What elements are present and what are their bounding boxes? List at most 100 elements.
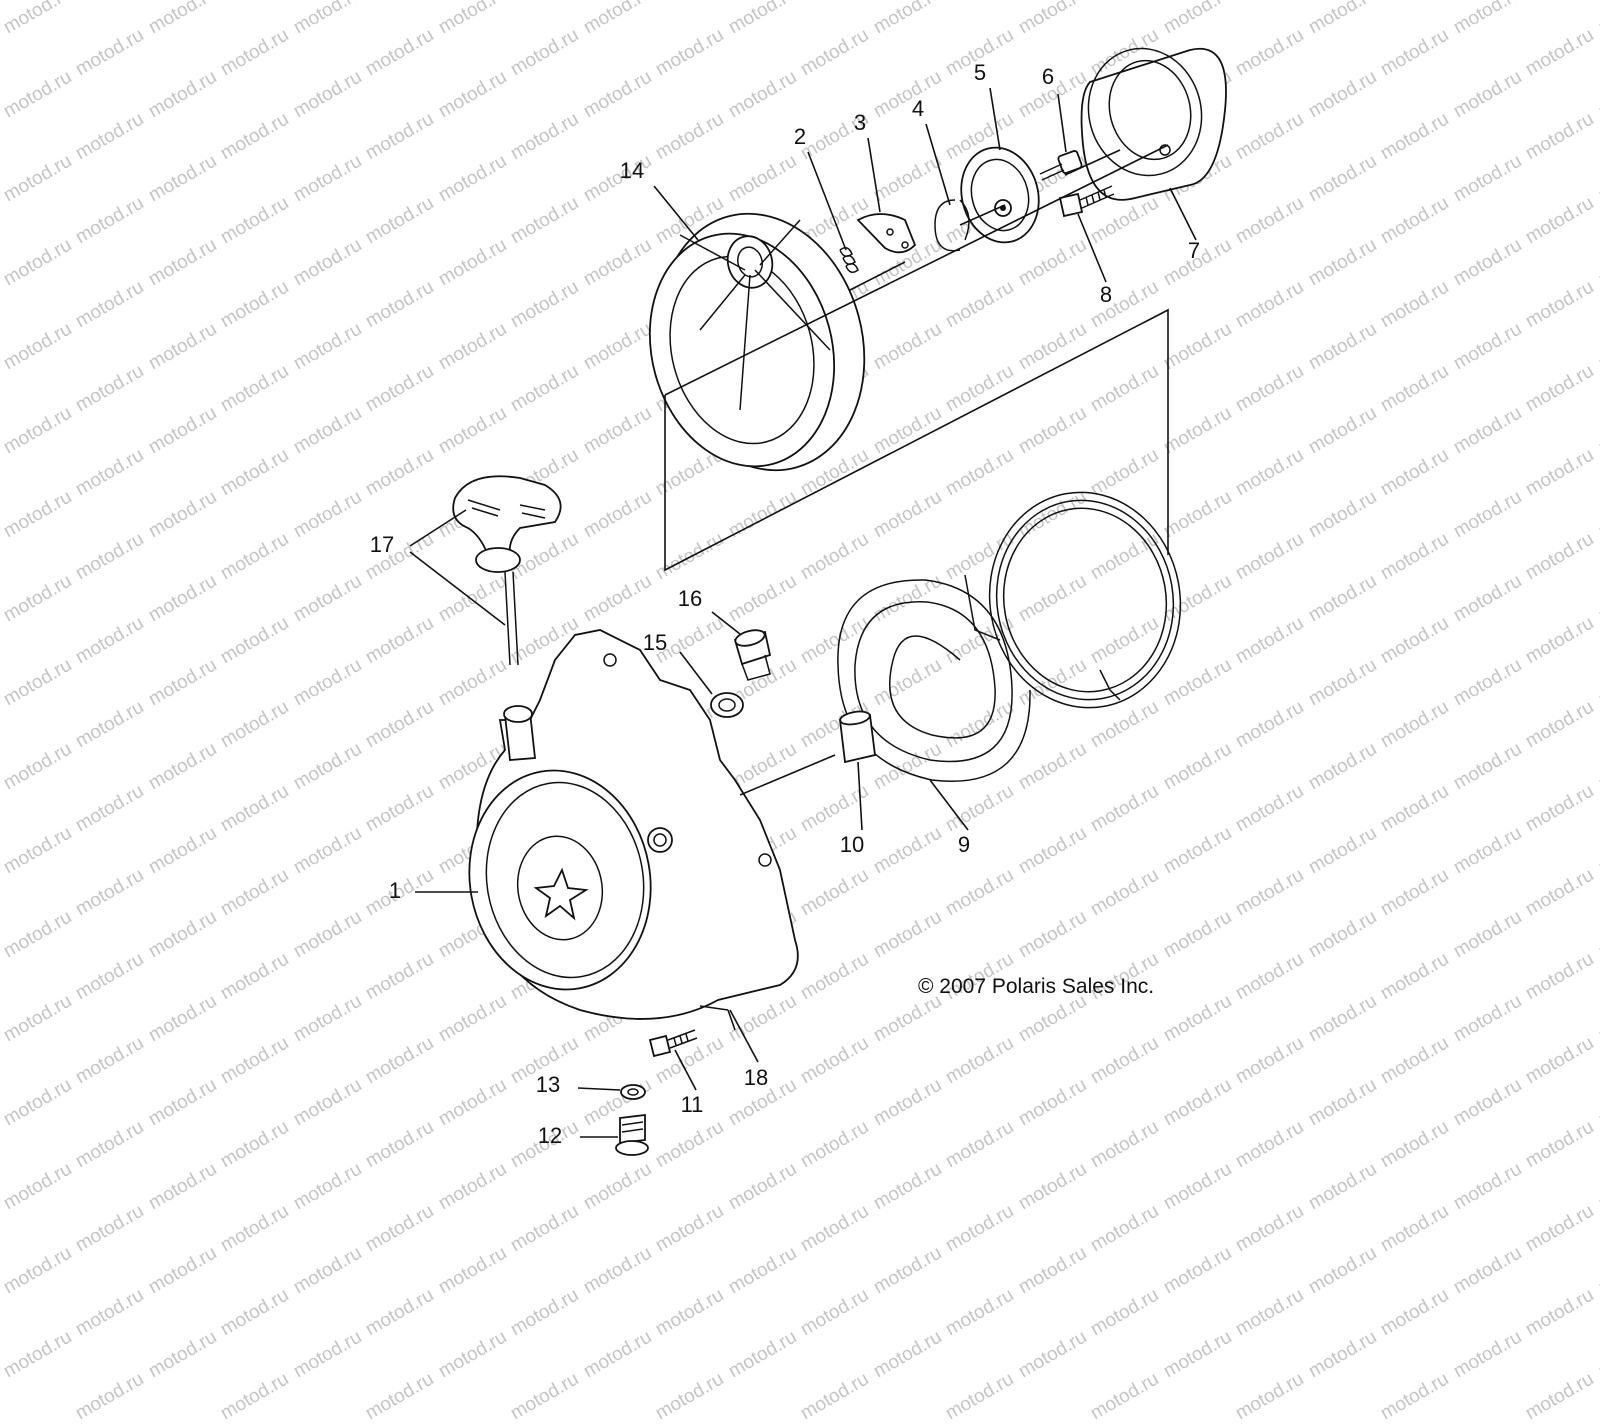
watermark-text: motod.ru — [362, 1200, 438, 1257]
callout-number-12: 12 — [538, 1123, 562, 1148]
watermark-text: motod.ru — [580, 1326, 656, 1383]
callout-leader-14 — [653, 185, 699, 241]
watermark-text: motod.ru — [652, 1200, 728, 1257]
callout-number-2: 2 — [794, 124, 806, 149]
watermark-text: motod.ru — [72, 1284, 148, 1341]
callout-number-15: 15 — [643, 630, 667, 655]
callout-leader-10 — [857, 761, 863, 831]
callout-leader-3 — [867, 137, 881, 213]
watermark-text: motod.ru — [507, 1368, 583, 1425]
watermark-text: motod.ru — [290, 1242, 366, 1299]
callout-leader-15 — [679, 651, 713, 695]
callout-number-1: 1 — [389, 878, 401, 903]
watermark-text: motod.ru — [1087, 1284, 1163, 1341]
watermark-text: motod.ru — [870, 1242, 946, 1299]
watermark-text: motod.ru — [1305, 1242, 1381, 1299]
part-friction-plate — [960, 146, 1040, 244]
callout-leader-5 — [989, 87, 1001, 151]
part-starter-housing — [468, 629, 799, 1020]
callout-leader-8 — [1077, 213, 1107, 283]
callout-leader-17 — [409, 509, 467, 547]
callout-leader-16 — [711, 611, 741, 635]
watermark-text: motod.ru — [217, 1284, 293, 1341]
watermark-text: motod.ru — [507, 1200, 583, 1257]
part-spring — [839, 247, 859, 273]
copyright-text: © 2007 Polaris Sales Inc. — [918, 975, 1154, 998]
watermark-text: motod.ru — [1450, 1242, 1526, 1299]
part-plug — [733, 629, 772, 681]
watermark-text: motod.ru — [435, 1326, 511, 1383]
watermark-text: motod.ru — [797, 1200, 873, 1257]
callout-number-16: 16 — [678, 586, 702, 611]
watermark-text: motod.ru — [0, 1368, 3, 1425]
part-bolt — [1058, 185, 1115, 218]
watermark-text: motod.ru — [942, 1284, 1018, 1341]
watermark-text: motod.ru — [1232, 1284, 1308, 1341]
watermark-text: motod.ru — [72, 1368, 148, 1425]
watermark-text: motod.ru — [797, 1368, 873, 1425]
part-bushing — [839, 710, 876, 764]
callout-leader-4 — [925, 123, 951, 206]
callout-number-18: 18 — [744, 1065, 768, 1090]
callout-number-4: 4 — [912, 96, 924, 121]
watermark-text: motod.ru — [797, 1284, 873, 1341]
part-small-bolt — [1039, 150, 1083, 181]
watermark-text: motod.ru — [1160, 1326, 1236, 1383]
watermark-text: motod.ru — [217, 1200, 293, 1257]
watermark-text: motod.ru — [652, 1368, 728, 1425]
watermark-text: motod.ru — [1087, 1368, 1163, 1425]
watermark-text: motod.ru — [72, 1200, 148, 1257]
watermark-text: motod.ru — [1015, 1326, 1091, 1383]
watermark-text: motod.ru — [580, 1242, 656, 1299]
part-starter-rope — [964, 491, 1182, 709]
watermark-text: motod.ru — [652, 1284, 728, 1341]
part-washer-15 — [710, 692, 744, 718]
watermark-text: motod.ru — [362, 1368, 438, 1425]
watermark-text: motod.ru — [0, 1326, 76, 1383]
watermark-text: motod.ru — [942, 1200, 1018, 1257]
watermark-text: motod.ru — [1232, 1200, 1308, 1257]
watermark-text: motod.ru — [870, 1326, 946, 1383]
watermark-text: motod.ru — [1160, 1242, 1236, 1299]
callout-number-14: 14 — [620, 158, 644, 183]
part-rope-pulley — [648, 212, 866, 472]
part-screw-11 — [648, 1029, 698, 1058]
callout-leader-18 — [729, 1009, 759, 1063]
callout-leader-7 — [1169, 187, 1197, 241]
watermark-text: motod.ru — [0, 1200, 3, 1257]
watermark-text: motod.ru — [1232, 1368, 1308, 1425]
watermark-text: motod.ru — [1595, 1242, 1600, 1299]
watermark-text: motod.ru — [1522, 1368, 1598, 1425]
leader-lines — [664, 144, 1169, 1031]
watermark-text: motod.ru — [217, 1368, 293, 1425]
watermark-text: motod.ru — [725, 1242, 801, 1299]
watermark-text: motod.ru — [1305, 1326, 1381, 1383]
callout-number-10: 10 — [840, 832, 864, 857]
callout-leader-9 — [929, 779, 969, 831]
watermark-text: motod.ru — [0, 1242, 76, 1299]
callout-leader-13 — [577, 1087, 621, 1091]
watermark-text: motod.ru — [1450, 1326, 1526, 1383]
callout-number-11: 11 — [681, 1092, 704, 1117]
watermark-text: motod.ru — [1377, 1200, 1453, 1257]
watermark-text: motod.ru — [942, 1368, 1018, 1425]
watermark-text: motod.ru — [1087, 1200, 1163, 1257]
watermark-text: motod.ru — [725, 1326, 801, 1383]
callout-number-9: 9 — [958, 832, 970, 857]
watermark-text: motod.ru — [1595, 1326, 1600, 1383]
part-washer-13 — [620, 1084, 646, 1100]
watermark-text: motod.ru — [1522, 1200, 1598, 1257]
watermark-text: motod.ru — [1377, 1284, 1453, 1341]
watermark-text: motod.ru — [362, 1284, 438, 1341]
callout-number-17: 17 — [370, 532, 394, 557]
callout-number-8: 8 — [1100, 282, 1112, 307]
part-bolt-12 — [615, 1113, 649, 1156]
watermark-text: motod.ru — [507, 1284, 583, 1341]
callout-leader-17 — [409, 551, 506, 626]
callout-number-7: 7 — [1188, 238, 1200, 263]
watermark-text: motod.ru — [0, 1284, 3, 1341]
callout-leader-6 — [1057, 93, 1067, 153]
